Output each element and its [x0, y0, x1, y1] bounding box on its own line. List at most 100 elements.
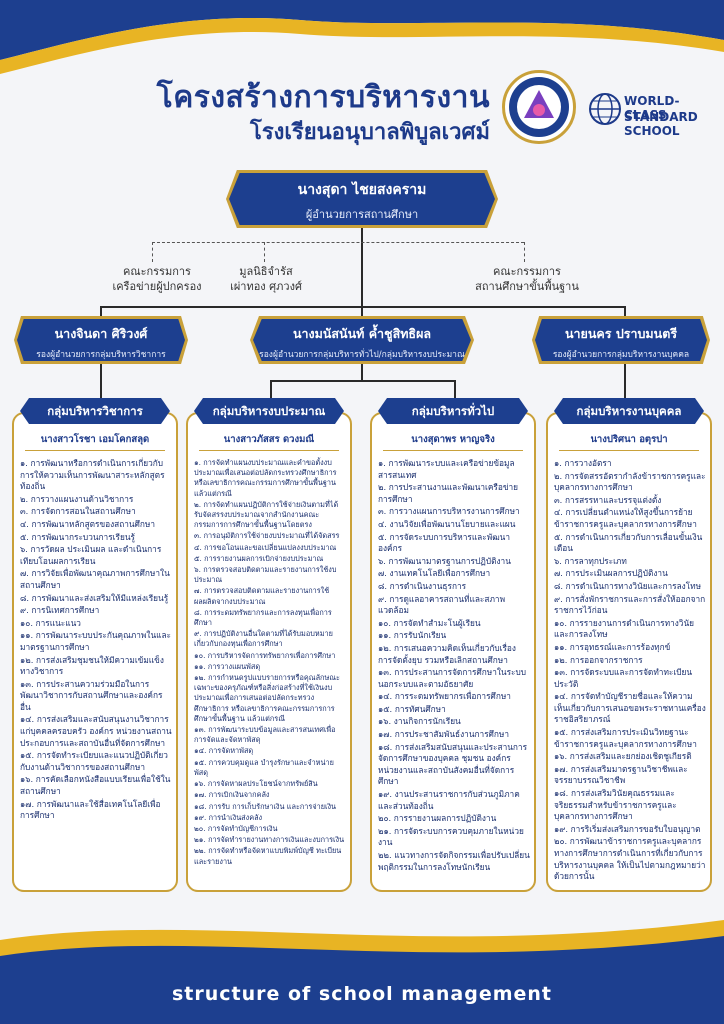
duty-item: ๓. การอนุมัติการใช้จ่ายงบประมาณที่ได้จัด… — [194, 531, 340, 541]
duty-item: ๓. การจัดการสอนในสถานศึกษา — [20, 506, 136, 517]
deputy-personnel-role: รองผู้อำนวยการกลุ่มบริหารงานบุคคล — [552, 350, 690, 360]
director-role: ผู้อำนวยการสถานศึกษา — [305, 208, 419, 221]
duty-item: ๑๒. การส่งเสริมชุมชนให้มีความเข้มแข็งทาง… — [20, 654, 164, 677]
top-wave-decoration — [0, 0, 724, 74]
duty-item: ๖. การตรวจสอบติดตามและรายงานการใช้งบประม… — [194, 565, 337, 585]
duty-item: ๑๒. การออกจากราชการ — [554, 654, 643, 665]
connector — [264, 242, 265, 262]
page-title: โครงสร้างการบริหารงาน — [156, 80, 490, 115]
connector — [152, 242, 153, 262]
group-budget-duties: ๑. การจัดทำแผนงบประมาณและคำขอตั้งงบประมา… — [194, 458, 346, 868]
duty-item: ๑๓. การจัดระบบและการจัดทำทะเบียนประวัติ — [554, 667, 693, 689]
duty-item: ๑. การพัฒนาระบบและเครือข่ายข้อมูลสารสนเท… — [378, 458, 515, 480]
duty-item: ๕. การพัฒนากระบวนการเรียนรู้ — [20, 531, 135, 542]
group-academic-duties: ๑. การพัฒนาหรือการดำเนินการเกี่ยวกับการใ… — [20, 458, 172, 823]
duty-item: ๖. การลาทุกประเภท — [554, 555, 627, 566]
school-name: โรงเรียนอนุบาลพิบูลเวศม์ — [250, 120, 490, 145]
duty-item: ๒๒. แนวทางการจัดกิจกรรมเพื่อปรับเปลี่ยนพ… — [378, 850, 530, 872]
duty-item: ๒๐. การรายงานผลการปฏิบัติงาน — [378, 813, 497, 824]
duty-item: ๒. การจัดทำแผนปฏิบัติการใช้จ่ายเงินตามที… — [194, 499, 339, 530]
duty-item: ๑๕. การทัศนศึกษา — [378, 703, 446, 714]
group-personnel-panel — [546, 412, 712, 892]
duty-item: ๘. การระดมทรัพยากรและการลงทุนเพื่อการศึก… — [194, 607, 332, 628]
connector — [624, 364, 626, 398]
duty-item: ๑๘. การส่งเสริมวินัยคุณธรรมและจริยธรรมสำ… — [554, 788, 677, 822]
wcs-line-2: STANDARD SCHOOL — [624, 110, 698, 138]
duty-item: ๒. การประสานงานและพัฒนาเครือข่ายการศึกษา — [378, 482, 519, 504]
group-personnel-title: กลุ่มบริหารงานบุคคล — [554, 398, 704, 424]
duty-item: ๕. การดำเนินการเกี่ยวกับการเลื่อนขั้นเงิ… — [554, 531, 703, 554]
duty-item: ๑๖. งานกิจการนักเรียน — [378, 716, 461, 727]
duty-item: ๑๔. การจัดทำบัญชีรายชื่อและให้ความเห็นเก… — [554, 691, 706, 725]
deputy-general-role: รองผู้อำนวยการกลุ่มบริหารทั่วไป/กลุ่มบริ… — [259, 350, 465, 360]
group-academic-title: กลุ่มบริหารวิชาการ — [20, 398, 170, 424]
committee-foundation: มูลนิธิจำรัส เผ่าทอง ศุภวงศ์ — [230, 265, 302, 293]
duty-item: ๑๕. การควบคุมดูแล บำรุงรักษาและจำหน่ายพั… — [194, 757, 334, 777]
duty-item: ๑๖. การคัดเลือกหนังสือแบบเรียนเพื่อใช้ใน… — [20, 774, 171, 797]
deputy-academic-role: รองผู้อำนวยการกลุ่มบริหารวิชาการ — [36, 350, 166, 360]
connector — [361, 364, 363, 380]
duty-item: ๑๐. การแนะแนว — [20, 617, 81, 628]
school-logo — [502, 70, 576, 144]
divider — [25, 450, 165, 451]
footer-caption: structure of school management — [171, 983, 553, 1005]
duty-item: ๑๒. การกำหนดรูปแบบรายการหรือคุณลักษณะเฉพ… — [194, 673, 340, 723]
school-emblem-icon — [509, 77, 569, 137]
duty-item: ๑๗. การส่งเสริมมาตรฐานวิชาชีพและจรรยาบรร… — [554, 763, 688, 786]
divider — [199, 450, 339, 451]
connector — [100, 306, 624, 308]
duty-item: ๘. การดำเนินการทางวินัยและการลงโทษ — [554, 580, 702, 591]
connector — [270, 380, 272, 398]
duty-item: ๑๓. การประสานการจัดการศึกษาในระบบนอกระบบ… — [378, 667, 527, 689]
duty-item: ๑. การจัดทำแผนงบประมาณและคำขอตั้งงบประมา… — [194, 458, 337, 498]
duty-item: ๑๒. การเสนอความคิดเห็นเกี่ยวกับเรื่องการ… — [378, 642, 516, 665]
duty-item: ๑. การวางอัตรา — [554, 458, 612, 468]
duty-item: ๑๑. การอุทธรณ์และการร้องทุกข์ — [554, 641, 671, 652]
duty-item: ๑๗. การเบิกเงินจากคลัง — [194, 790, 270, 800]
group-personnel-duties: ๑. การวางอัตรา๒. การจัดสรรอัตรากำลังข้าร… — [554, 458, 706, 884]
director-banner: นางสุดา ไชยสงคราม ผู้อำนวยการสถานศึกษา — [229, 173, 495, 225]
duty-item: ๒๑. การจัดระบบการควบคุมภายในหน่วยงาน — [378, 825, 524, 848]
committee-parents: คณะกรรมการ เครือข่ายผู้ปกครอง — [112, 265, 202, 293]
connector — [624, 306, 626, 318]
deputy-academic-banner: นางจินดา ศิริวงศ์ รองผู้อำนวยการกลุ่มบริ… — [17, 319, 185, 361]
duty-item: ๑๖. การส่งเสริมและยกย่องเชิดชูเกียรติ — [554, 751, 692, 762]
duty-item: ๑๑. การวางแผนพัสดุ — [194, 661, 261, 671]
duty-item: ๑๐. การจัดทำสำมะโนผู้เรียน — [378, 617, 481, 628]
duty-item: ๑. การพัฒนาหรือการดำเนินการเกี่ยวกับการใ… — [20, 458, 165, 492]
duty-item: ๕. การรายงานผลการเบิกจ่ายงบประมาณ — [194, 553, 324, 563]
deputy-general-banner: นางมนัสนันท์ ค้ำชูสิทธิผล รองผู้อำนวยการ… — [253, 319, 471, 361]
duty-item: ๖. การพัฒนามาตรฐานการปฏิบัติงาน — [378, 555, 511, 566]
duty-item: ๑๗. การประชาสัมพันธ์งานการศึกษา — [378, 729, 510, 740]
duty-item: ๑๔. การส่งเสริมและสนับสนุนงานวิชาการแก่บ… — [20, 714, 172, 748]
duty-item: ๑๖. การจัดหาผลประโยชน์จากทรัพย์สิน — [194, 779, 318, 789]
group-general-panel — [370, 412, 536, 892]
connector — [100, 364, 102, 398]
director-name: นางสุดา ไชยสงคราม — [297, 182, 427, 198]
duty-item: ๑๑. การพัฒนาระบบประกันคุณภาพในและมาตรฐาน… — [20, 630, 172, 652]
deputy-general-name: นางมนัสนันท์ ค้ำชูสิทธิผล — [292, 326, 432, 341]
group-general-leader: นางสุดาพร หาญจริง — [411, 434, 495, 445]
duty-item: ๒. การจัดสรรอัตรากำลังข้าราชการครูและบุค… — [554, 470, 706, 493]
duty-item: ๘. การดำเนินงานธุรการ — [378, 580, 467, 591]
connector — [524, 242, 525, 262]
duty-item: ๑๘. การส่งเสริมสนับสนุนและประสานการจัดกา… — [378, 741, 528, 787]
connector — [454, 380, 456, 398]
duty-item: ๙. การปฏิบัติงานอื่นใดตามที่ได้รับมอบหมา… — [194, 629, 333, 649]
duty-item: ๙. การสั่งพักราชการและการสั่งให้ออกจากรา… — [554, 593, 706, 616]
duty-item: ๑๐. การบริหารจัดการทรัพยากรเพื่อการศึกษา — [194, 650, 336, 660]
duty-item: ๗. การประเมินผลการปฏิบัติงาน — [554, 568, 668, 579]
group-budget-panel — [186, 412, 352, 892]
world-class-standard-logo: WORLD-CLASS STANDARD SCHOOL — [588, 90, 714, 138]
wcs-line-1: WORLD-CLASS — [624, 94, 680, 122]
group-budget-title: กลุ่มบริหารงบประมาณ — [194, 398, 344, 424]
duty-item: ๔. งานวิจัยเพื่อพัฒนานโยบายและแผน — [378, 518, 516, 529]
committee-basic-education: คณะกรรมการ สถานศึกษาขั้นพื้นฐาน — [475, 265, 579, 293]
duty-item: ๑๓. การประสานความร่วมมือในการพัฒนาวิชากา… — [20, 678, 163, 712]
duty-item: ๓. การวางแผนการบริหารงานการศึกษา — [378, 506, 520, 517]
duty-item: ๒. การวางแผนงานด้านวิชาการ — [20, 493, 134, 504]
divider — [383, 450, 523, 451]
duty-item: ๑๙. การริเริ่มส่งเสริมการขอรับใบอนุญาต — [554, 823, 701, 834]
group-personnel-leader: นางปริศนา อตุรปา — [590, 434, 668, 445]
